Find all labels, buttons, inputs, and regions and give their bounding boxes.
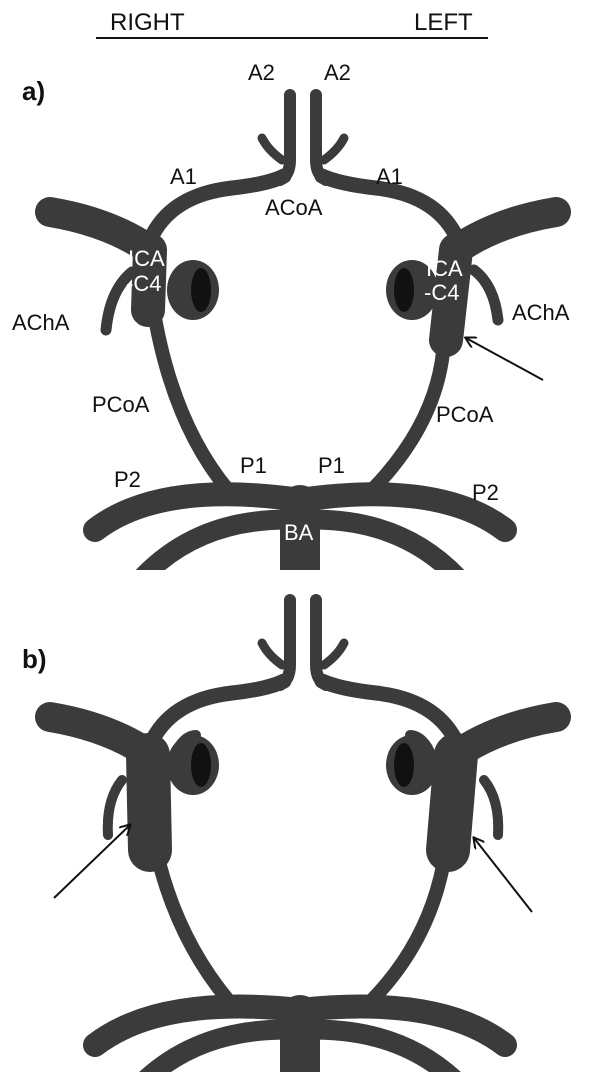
a1-left-label: A1 <box>376 164 403 189</box>
pcoa-right-vessel <box>152 300 228 490</box>
acha-left-label: AChA <box>512 300 570 325</box>
a2-left-vessel <box>316 95 326 180</box>
a1-right-label: A1 <box>170 164 197 189</box>
ica-left-bulb-b <box>386 735 438 795</box>
p1-right-label: P1 <box>240 453 267 478</box>
stenosis-arrow-left-b <box>474 838 532 912</box>
ica-right-bulb <box>167 260 219 320</box>
stenosis-arrow-right-b <box>54 825 130 898</box>
ica-left-label: ICA <box>426 256 463 281</box>
panel-a-diagram <box>50 95 556 580</box>
a2-right-vessel <box>280 95 290 180</box>
ica-right-label: ICA <box>128 246 165 271</box>
acoa-label: ACoA <box>265 195 323 220</box>
panel-b-diagram <box>50 600 556 1072</box>
a2-right-label: A2 <box>248 60 275 85</box>
ba-label: BA <box>284 520 314 545</box>
a2-left-label: A2 <box>324 60 351 85</box>
stenosis-arrow-left <box>466 338 543 380</box>
p2-right-label: P2 <box>114 467 141 492</box>
p1-left-label: P1 <box>318 453 345 478</box>
pcoa-right-label: PCoA <box>92 392 150 417</box>
p2-left-label: P2 <box>472 480 499 505</box>
ica-c4-left-label: -C4 <box>424 280 459 305</box>
acha-right-label: AChA <box>12 310 70 335</box>
panel-a-tag: a) <box>22 76 45 106</box>
pcoa-left-label: PCoA <box>436 402 494 427</box>
ica-right-bulb-b <box>167 735 219 795</box>
panel-b-tag: b) <box>22 644 47 674</box>
header-left-label: LEFT <box>414 9 473 36</box>
pcoa-left-vessel <box>372 340 444 490</box>
ica-c4-right-label: -C4 <box>126 271 161 296</box>
header-right-label: RIGHT <box>110 9 185 36</box>
acha-left-vessel <box>474 270 498 320</box>
